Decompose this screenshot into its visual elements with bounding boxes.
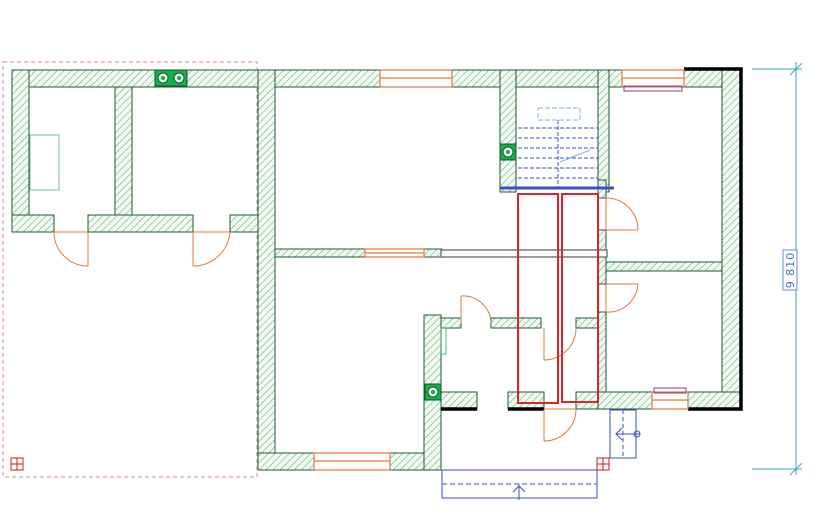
highlight-columns xyxy=(517,193,599,404)
doors xyxy=(53,197,639,442)
window-sills xyxy=(623,85,687,394)
closet-frame xyxy=(440,327,447,355)
bath-fixture xyxy=(29,134,60,191)
terrace-outline xyxy=(2,61,258,478)
heaters xyxy=(154,69,517,401)
entrance-steps xyxy=(441,409,641,500)
dimension-label: 9 810 xyxy=(784,252,797,289)
walls xyxy=(11,69,743,471)
windows xyxy=(313,69,689,471)
corner-markers xyxy=(10,457,610,471)
exterior-heavy-edges xyxy=(441,67,743,411)
staircase xyxy=(500,107,614,190)
beam xyxy=(440,249,608,258)
